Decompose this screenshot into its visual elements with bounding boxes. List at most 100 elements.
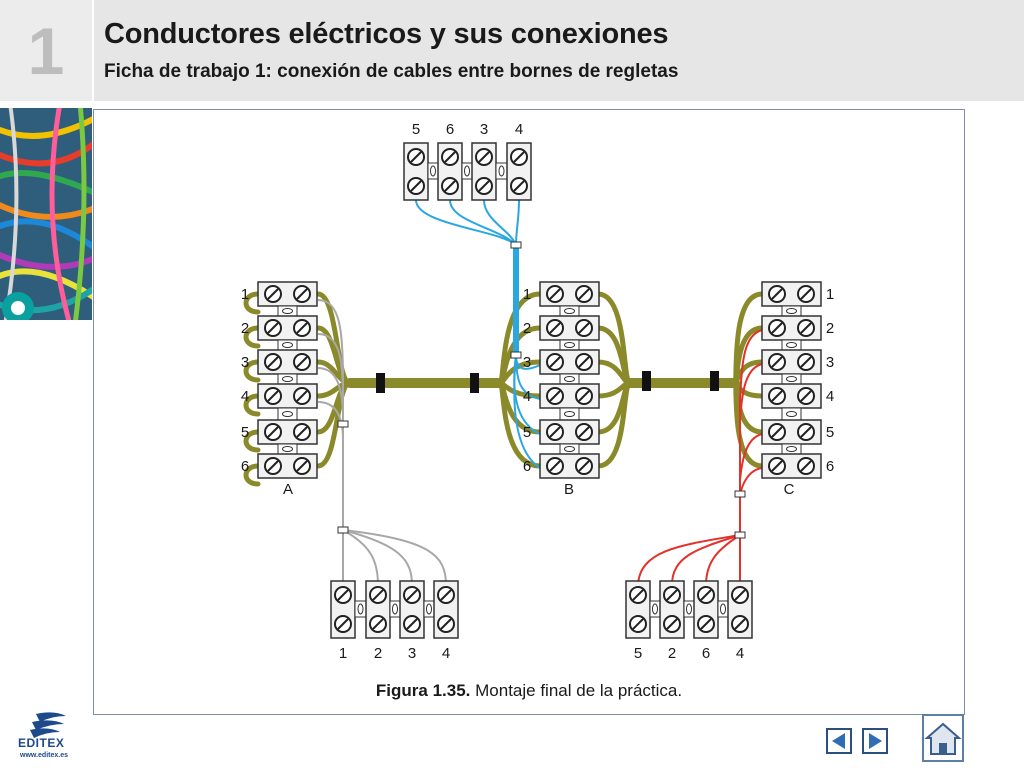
bottom-left-strip [330, 580, 459, 639]
horizontal-terminal [257, 281, 318, 307]
terminal-screw [437, 586, 455, 604]
terminal-screw [797, 353, 815, 371]
block-b-row-1: 1 [523, 286, 531, 303]
terminal-screw [546, 319, 564, 337]
terminal-screw [697, 615, 715, 633]
bottom-right-label-1: 5 [634, 645, 642, 662]
horizontal-terminal [539, 419, 600, 445]
vertical-terminal [625, 580, 651, 639]
previous-slide-button[interactable] [826, 728, 852, 754]
figure-caption: Figura 1.35. Montaje final de la práctic… [94, 681, 964, 701]
top-label-4: 4 [515, 121, 523, 138]
vertical-terminal [693, 580, 719, 639]
terminal-screw [369, 586, 387, 604]
horizontal-terminal [257, 383, 318, 409]
terminal-screw [264, 457, 282, 475]
top-strip [403, 142, 532, 201]
editex-logo [30, 712, 66, 738]
terminal-screw [575, 457, 593, 475]
horizontal-terminal-blocks [257, 281, 822, 479]
terminal-screw [546, 285, 564, 303]
block-c-row-4: 4 [826, 388, 834, 405]
terminal-screw [264, 387, 282, 405]
horizontal-terminal [539, 349, 600, 375]
horizontal-terminal [257, 419, 318, 445]
terminal-screw [797, 457, 815, 475]
top-label-2: 6 [446, 121, 454, 138]
terminal-screw [293, 423, 311, 441]
caption-label: Figura 1.35. [375, 681, 471, 700]
bottom-right-label-3: 6 [702, 645, 710, 662]
horizontal-terminal [761, 315, 822, 341]
slide-subtitle: Ficha de trabajo 1: conexión de cables e… [104, 61, 679, 82]
home-button[interactable] [922, 714, 964, 762]
terminal-screw [768, 353, 786, 371]
slide-title: Conductores eléctricos y sus conexiones [104, 18, 669, 50]
terminal-screw [475, 177, 493, 195]
gray-wires [317, 299, 447, 586]
terminal-screw [575, 285, 593, 303]
horizontal-terminal [761, 453, 822, 479]
horizontal-terminal [761, 349, 822, 375]
terminal-screw [510, 148, 528, 166]
olive-cables [243, 291, 765, 487]
terminal-screw [264, 353, 282, 371]
terminal-screw [264, 319, 282, 337]
block-a-row-2: 2 [241, 320, 249, 337]
terminal-screw [797, 423, 815, 441]
terminal-screw [441, 177, 459, 195]
terminal-screw [546, 387, 564, 405]
terminal-screw [575, 423, 593, 441]
red-wires [637, 329, 763, 586]
terminal-block-c [761, 281, 822, 479]
vertical-terminal [330, 580, 356, 639]
horizontal-terminal [761, 419, 822, 445]
bottom-left-label-1: 1 [339, 645, 347, 662]
terminal-screw [629, 586, 647, 604]
block-b-name: B [564, 481, 574, 498]
vertical-terminal [506, 142, 532, 201]
horizontal-terminal [257, 315, 318, 341]
vertical-terminal [365, 580, 391, 639]
terminal-screw [575, 353, 593, 371]
cables-photo [0, 108, 92, 320]
block-b-row-5: 5 [523, 424, 531, 441]
horizontal-terminal [539, 281, 600, 307]
terminal-screw [293, 285, 311, 303]
horizontal-terminal [539, 383, 600, 409]
vertical-terminal [433, 580, 459, 639]
next-slide-button[interactable] [862, 728, 888, 754]
block-a-row-4: 4 [241, 388, 249, 405]
bottom-right-label-4: 4 [736, 645, 744, 662]
terminal-screw [441, 148, 459, 166]
editex-logo-url: www.editex.es [20, 752, 68, 759]
terminal-screw [768, 319, 786, 337]
figure-frame [93, 109, 965, 715]
vertical-terminal [659, 580, 685, 639]
header-bar [0, 0, 1024, 101]
home-icon [924, 722, 962, 755]
terminal-screw [407, 148, 425, 166]
terminal-screw [546, 353, 564, 371]
terminal-screw [768, 387, 786, 405]
block-b-row-3: 3 [523, 354, 531, 371]
block-b-row-4: 4 [523, 388, 531, 405]
top-label-1: 5 [412, 121, 420, 138]
block-c-row-6: 6 [826, 458, 834, 475]
vertical-terminal [471, 142, 497, 201]
horizontal-terminal [539, 453, 600, 479]
terminal-screw [407, 177, 425, 195]
terminal-screw [334, 586, 352, 604]
block-c-row-5: 5 [826, 424, 834, 441]
terminal-screw [768, 285, 786, 303]
terminal-screw [403, 586, 421, 604]
terminal-screw [293, 353, 311, 371]
terminal-screw [575, 319, 593, 337]
block-a-row-3: 3 [241, 354, 249, 371]
terminal-screw [264, 285, 282, 303]
block-c-row-2: 2 [826, 320, 834, 337]
terminal-screw [797, 319, 815, 337]
bottom-left-label-3: 3 [408, 645, 416, 662]
vertical-terminal [403, 142, 429, 201]
vertical-terminal [727, 580, 753, 639]
